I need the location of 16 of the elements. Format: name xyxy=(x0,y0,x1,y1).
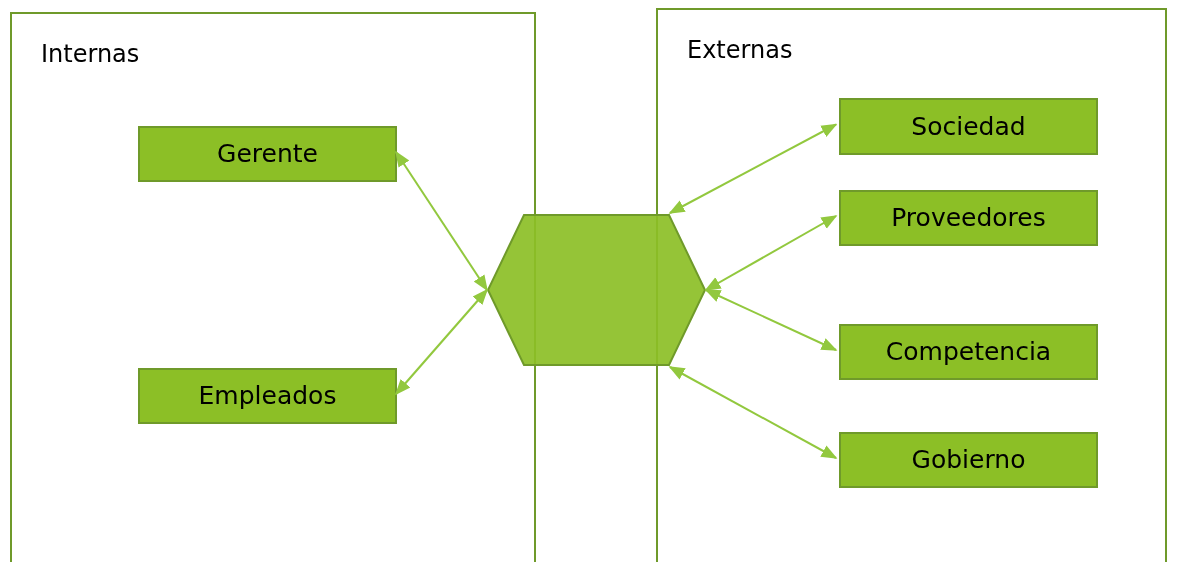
double-arrow xyxy=(668,366,838,459)
double-arrow xyxy=(668,123,838,214)
stakeholder-box: Gerente xyxy=(138,126,397,182)
panel-heading: Internas xyxy=(41,39,140,70)
stakeholder-box: Competencia xyxy=(839,324,1098,380)
double-arrow xyxy=(704,289,838,351)
double-arrow xyxy=(395,150,488,292)
stakeholder-box: Sociedad xyxy=(839,98,1098,155)
group-panel xyxy=(10,12,536,562)
stakeholder-box: Empleados xyxy=(138,368,397,424)
panel-heading: Externas xyxy=(687,35,793,66)
stakeholder-box: Proveedores xyxy=(839,190,1098,246)
stakeholder-box: Gobierno xyxy=(839,432,1098,488)
group-panel xyxy=(656,8,1167,562)
double-arrow xyxy=(704,215,838,291)
double-arrow xyxy=(394,288,489,396)
